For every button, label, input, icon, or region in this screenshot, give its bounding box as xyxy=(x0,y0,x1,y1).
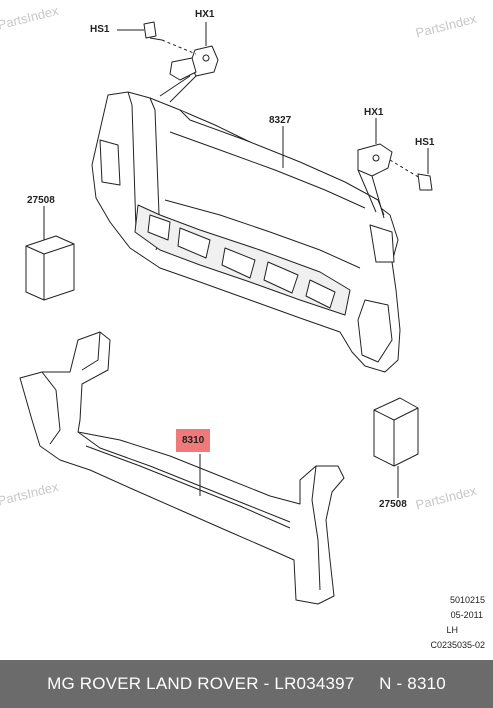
footer-brand: MG ROVER LAND ROVER xyxy=(47,674,259,693)
callout-27508-right[interactable]: 27508 xyxy=(379,499,407,510)
leader-lines xyxy=(43,22,429,498)
bolt-hs1-right xyxy=(417,173,433,191)
exploded-diagram-svg xyxy=(19,21,433,605)
footer-separator: - xyxy=(258,674,275,693)
radiator-support-frame xyxy=(91,91,401,373)
lower-deflector-8310 xyxy=(19,331,345,605)
callout-hx1-right[interactable]: HX1 xyxy=(364,107,384,118)
callout-hs1-top[interactable]: HS1 xyxy=(90,24,110,35)
clip-box-left xyxy=(25,235,75,301)
parts-diagram: PartsIndex PartsIndex PartsIndex PartsIn… xyxy=(0,3,485,650)
callout-hs1-right[interactable]: HS1 xyxy=(415,137,435,148)
bolt-hs1-top xyxy=(143,21,197,55)
drawing-ref: C0235035-02 xyxy=(430,640,485,650)
callout-hx1-top[interactable]: HX1 xyxy=(195,9,215,20)
footer-number-label: N - 8310 xyxy=(379,674,446,693)
drawing-date: 05-2011 xyxy=(450,610,483,620)
callout-8310-highlighted[interactable]: 8310 xyxy=(176,429,211,452)
bracket-hx1-top xyxy=(159,45,219,103)
footer-gap xyxy=(354,674,379,694)
drawing-side: LH xyxy=(446,625,458,635)
bracket-hx1-right xyxy=(357,143,421,219)
footer-bar: MG ROVER LAND ROVER - LR034397 N - 8310 xyxy=(0,660,493,708)
callout-8327[interactable]: 8327 xyxy=(269,115,292,126)
clip-box-right xyxy=(373,397,419,467)
callout-27508-left[interactable]: 27508 xyxy=(27,195,55,206)
footer-part-number: LR034397 xyxy=(274,674,355,693)
drawing-code: 5010215 xyxy=(449,595,485,605)
